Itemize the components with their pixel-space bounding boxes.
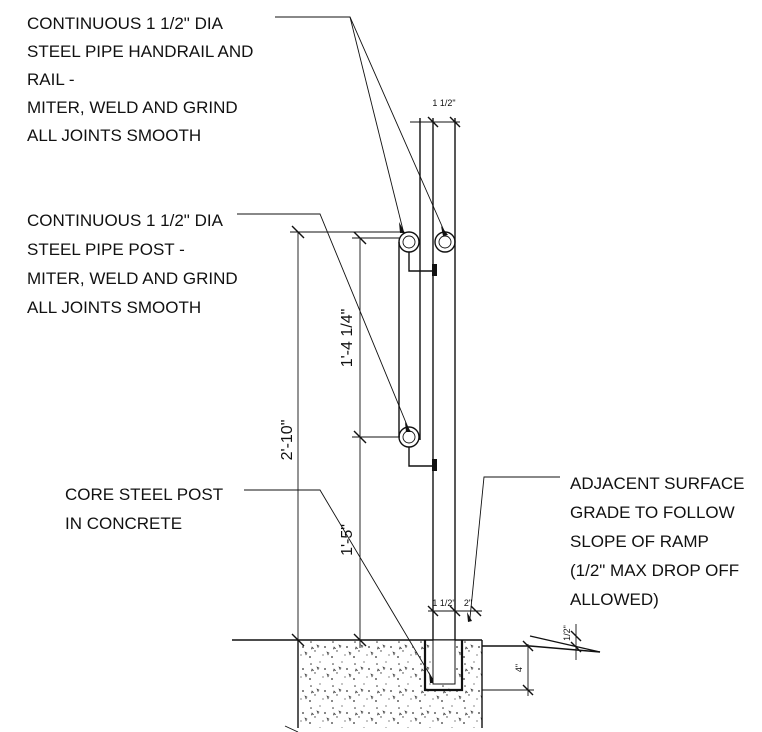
arrowhead-1 bbox=[441, 226, 448, 236]
footing-break-line bbox=[284, 725, 299, 732]
base-width-tick-2 bbox=[449, 605, 461, 617]
core-note-line-1: CORE STEEL POST bbox=[65, 485, 223, 504]
back-handrail-pipe bbox=[434, 231, 456, 253]
core-note-line-2: IN CONCRETE bbox=[65, 514, 182, 533]
slab-tick-top bbox=[522, 640, 534, 652]
core-sleeve bbox=[423, 639, 464, 692]
handrail-note: CONTINUOUS 1 1/2" DIA STEEL PIPE HANDRAI… bbox=[27, 14, 253, 145]
slab-tick-bottom bbox=[522, 684, 534, 696]
upper-bracket bbox=[408, 252, 433, 272]
surface-note-line-3: SLOPE OF RAMP bbox=[570, 532, 709, 551]
edge-offset-label: 2" bbox=[464, 598, 472, 608]
surface-note-line-2: GRADE TO FOLLOW bbox=[570, 503, 735, 522]
rail-spacing-label: 1'-4 1/4" bbox=[339, 309, 356, 368]
handrail-pipes bbox=[398, 231, 456, 471]
drop-tick-top bbox=[570, 630, 582, 642]
pipe-width-base-label: 1 1/2" bbox=[432, 598, 455, 608]
top-width-tick-left bbox=[427, 116, 439, 128]
handrail-note-line-1: CONTINUOUS 1 1/2" DIA bbox=[27, 14, 224, 33]
rail-dim-tick-bottom bbox=[353, 633, 367, 647]
rail-dim-tick-top bbox=[353, 231, 367, 245]
post-note-line-4: ALL JOINTS SMOOTH bbox=[27, 298, 201, 317]
drop-off-label: 1/2" bbox=[562, 625, 572, 641]
ramp-surface bbox=[482, 645, 601, 653]
lower-rail-pipe-inner bbox=[402, 430, 416, 444]
handrail-leader-to-front-rail bbox=[349, 16, 404, 231]
steel-post bbox=[419, 118, 456, 640]
overall-height-label: 2'-10" bbox=[279, 420, 296, 461]
back-handrail-pipe-inner bbox=[438, 235, 452, 249]
handrail-note-line-3: RAIL - bbox=[27, 70, 75, 89]
upper-bracket-plate bbox=[432, 264, 437, 276]
arrowhead-2 bbox=[399, 222, 405, 233]
base-width-tick-1 bbox=[427, 605, 439, 617]
ramp-edge bbox=[529, 635, 601, 653]
front-handrail-pipe bbox=[398, 231, 420, 253]
sleeve-outline bbox=[423, 640, 464, 692]
front-handrail-pipe-inner bbox=[402, 235, 416, 249]
top-width-tick-right bbox=[449, 116, 461, 128]
surface-note-line-1: ADJACENT SURFACE bbox=[570, 474, 744, 493]
core-note: CORE STEEL POST IN CONCRETE bbox=[65, 485, 223, 533]
surface-note-line-5: ALLOWED) bbox=[570, 590, 659, 609]
surface-note: ADJACENT SURFACE GRADE TO FOLLOW SLOPE O… bbox=[570, 474, 744, 609]
arrowhead-5 bbox=[467, 612, 472, 622]
lower-bracket bbox=[408, 447, 433, 467]
post-note: CONTINUOUS 1 1/2" DIA STEEL PIPE POST - … bbox=[27, 211, 238, 317]
handrail-note-line-4: MITER, WELD AND GRIND bbox=[27, 98, 238, 117]
drop-tick-bottom bbox=[570, 641, 582, 653]
surface-note-line-4: (1/2" MAX DROP OFF bbox=[570, 561, 739, 580]
dimension-lines bbox=[290, 116, 582, 696]
lower-bracket-plate bbox=[432, 459, 437, 471]
post-leader bbox=[237, 213, 410, 431]
handrail-note-line-2: STEEL PIPE HANDRAIL AND bbox=[27, 42, 253, 61]
lower-rail-height-label: 1'-5" bbox=[339, 524, 356, 556]
handrail-note-line-5: ALL JOINTS SMOOTH bbox=[27, 126, 201, 145]
slab-depth-label: 4" bbox=[514, 664, 524, 672]
overall-dim-tick-bottom bbox=[291, 633, 305, 647]
rail-dim-tick-mid bbox=[353, 430, 367, 444]
post-note-line-1: CONTINUOUS 1 1/2" DIA bbox=[27, 211, 224, 230]
post-in-sleeve bbox=[432, 639, 456, 685]
post-note-line-3: MITER, WELD AND GRIND bbox=[27, 269, 238, 288]
core-leader bbox=[244, 489, 434, 681]
pipe-width-top-label: 1 1/2" bbox=[432, 98, 455, 108]
post-note-line-2: STEEL PIPE POST - bbox=[27, 240, 185, 259]
base-width-tick-3 bbox=[470, 605, 482, 617]
overall-dim-tick-top bbox=[291, 225, 305, 239]
surface-leader bbox=[469, 476, 560, 619]
